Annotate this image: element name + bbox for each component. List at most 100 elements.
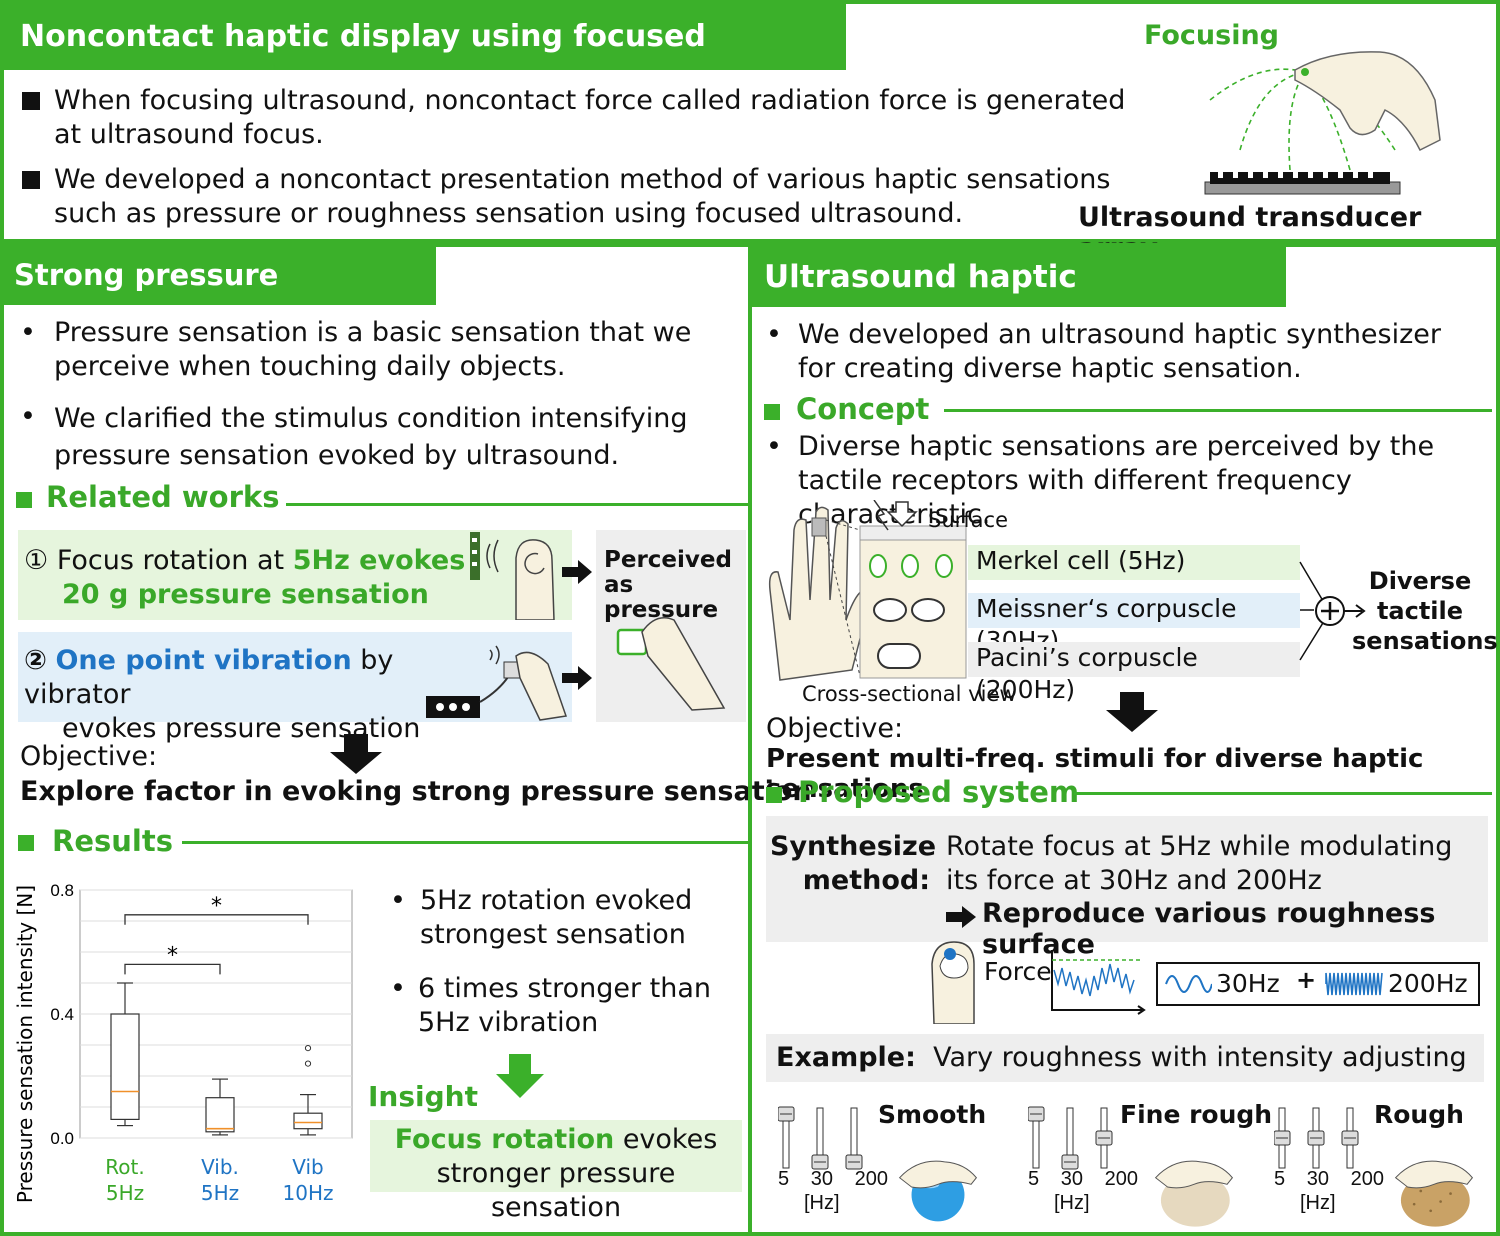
box-body — [205, 1097, 235, 1133]
box-outlier — [304, 1060, 312, 1067]
results-bullet-2-text: 6 times stronger than 5Hz vibration — [418, 973, 711, 1038]
left-bullet-1-text: Pressure sensation is a basic sensation … — [54, 317, 692, 382]
freq-box — [1156, 962, 1480, 1006]
arrow-right-icon — [562, 666, 592, 690]
significance-bracket — [124, 963, 221, 975]
texture-name: Fine rough — [1120, 1100, 1273, 1129]
right-objective: Present multi-freq. stimuli for diverse … — [766, 744, 1424, 804]
vibrator-finger-illustration — [426, 645, 568, 721]
x-tick-label: Vib. — [201, 1155, 239, 1179]
hz-label: [Hz] — [1054, 1192, 1090, 1214]
rw2-a: One point vibration — [55, 645, 352, 676]
results-bullet-2: • 6 times stronger than 5Hz vibration — [390, 972, 730, 1040]
x-tick-label: Vib — [292, 1155, 324, 1179]
related-work-2-text: ② One point vibration by vibrator evokes… — [24, 644, 494, 746]
y-tick-label: 0.4 — [50, 1005, 74, 1024]
x-tick-label: Rot. — [105, 1155, 144, 1179]
results-square — [18, 835, 34, 851]
hz-label: [Hz] — [804, 1192, 840, 1214]
synth-label: Synthesize method: — [770, 830, 936, 898]
right-objective-label: Objective: — [766, 713, 904, 744]
intensity-sliders — [1274, 1107, 1359, 1169]
concept-line — [944, 409, 1492, 412]
example-desc: Vary roughness with intensity adjusting — [933, 1042, 1467, 1073]
synth-label-1: Synthesize — [770, 831, 937, 862]
left-title: Strong pressure sensation — [4, 247, 436, 348]
results-title: Results — [52, 824, 173, 858]
top-bullet-1: When focusing ultrasound, noncontact for… — [22, 84, 1132, 152]
top-bullet-1-text: When focusing ultrasound, noncontact for… — [54, 85, 1126, 150]
insight-b: evokes — [614, 1124, 718, 1155]
y-tick-label: 0.0 — [50, 1129, 74, 1148]
texture-hand-illustration — [1154, 1160, 1234, 1227]
texture-hand-illustration — [898, 1160, 978, 1222]
results-bullet-1: • 5Hz rotation evoked strongest sensatio… — [390, 884, 730, 952]
diverse-label: Diverse tactile sensations — [1352, 567, 1498, 655]
significance-label: * — [211, 894, 222, 919]
left-objective: Explore factor in evoking strong pressur… — [20, 776, 812, 807]
arrow-right-icon — [562, 560, 592, 584]
concept-bullet: • Diverse haptic sensations are perceive… — [766, 430, 1492, 532]
significance-bracket — [124, 914, 309, 925]
hand-icon — [1294, 51, 1441, 152]
right-title: Ultrasound haptic synthesizer — [752, 247, 1286, 355]
top-bullet-2: We developed a noncontact presentation m… — [22, 163, 1182, 231]
top-title: Noncontact haptic display using focused … — [4, 4, 846, 120]
rw1-a: Focus rotation at — [56, 545, 293, 576]
example-box — [766, 1034, 1484, 1082]
force-label: Force — [984, 957, 1052, 986]
arrow-down-green-icon — [496, 1054, 544, 1098]
perceived-text: Perceived as pressure — [604, 547, 732, 623]
rw1-num: ① — [24, 545, 49, 576]
arrow-down-icon — [1106, 692, 1158, 732]
insight-c: stronger pressure sensation — [436, 1158, 676, 1223]
y-axis-label: Pressure sensation intensity [N] — [13, 885, 37, 1203]
focusing-label: Focusing — [1144, 20, 1279, 51]
receptor-pacini: Pacini’s corpuscle (200Hz) — [968, 642, 1300, 704]
wave-200hz-icon — [1325, 972, 1383, 996]
insight-title: Insight — [368, 1080, 478, 1113]
hand-icon — [768, 506, 873, 681]
example-label: Example: — [776, 1042, 916, 1073]
proposed-title: Proposed system — [798, 775, 1080, 809]
x-tick-label: 10Hz — [283, 1181, 334, 1205]
insight-text: Focus rotation evokes stronger pressure … — [372, 1123, 740, 1225]
right-panel — [748, 243, 1500, 1236]
x-tick-label: 5Hz — [106, 1181, 144, 1205]
results-bullet-1-text: 5Hz rotation evoked strongest sensation — [420, 885, 693, 950]
top-bullet-2-text: We developed a noncontact presentation m… — [54, 164, 1111, 229]
related-square — [16, 492, 32, 508]
f200-label: 200Hz — [1388, 969, 1468, 998]
related-title: Related works — [46, 480, 280, 514]
wave-30hz-icon — [1165, 975, 1212, 993]
rw2-b: by vibrator — [24, 645, 394, 710]
box-body — [110, 1013, 140, 1121]
receptor-merkel: Merkel cell (5Hz) — [968, 545, 1300, 580]
skin-cross-section-illustration — [768, 500, 967, 681]
hz-label: [Hz] — [1300, 1192, 1336, 1214]
arrow-down-icon — [886, 501, 918, 528]
concept-bullet-text: Diverse haptic sensations are perceived … — [798, 431, 1435, 530]
array-label: Ultrasound transducer array — [1078, 202, 1422, 264]
texture-hand-illustration — [1394, 1160, 1474, 1227]
fplus-label: + — [1296, 966, 1317, 994]
related-work-1-text: ① Focus rotation at 5Hz evokes 20 g pres… — [24, 544, 484, 612]
force-waveform — [1051, 950, 1146, 1015]
rotation-finger-illustration — [470, 532, 555, 620]
left-objective-label: Objective: — [20, 741, 158, 772]
insight-a: Focus rotation — [394, 1124, 615, 1155]
reproduce-text: Reproduce various roughness surface — [982, 898, 1436, 960]
proposed-square — [766, 787, 782, 803]
surface-label: Surface — [928, 508, 1009, 532]
rw2-num: ② — [24, 645, 47, 676]
left-bullet-2: • We clarified the stimulus condition in… — [20, 400, 720, 474]
cross-section-label: Cross-sectional view — [802, 682, 1017, 706]
right-bullet-1: • We developed an ultrasound haptic synt… — [766, 318, 1486, 386]
y-tick-label: 0.8 — [50, 881, 74, 900]
significance-label: * — [167, 943, 178, 968]
arrow-down-icon — [330, 734, 382, 774]
left-bullet-1: • Pressure sensation is a basic sensatio… — [20, 316, 720, 384]
